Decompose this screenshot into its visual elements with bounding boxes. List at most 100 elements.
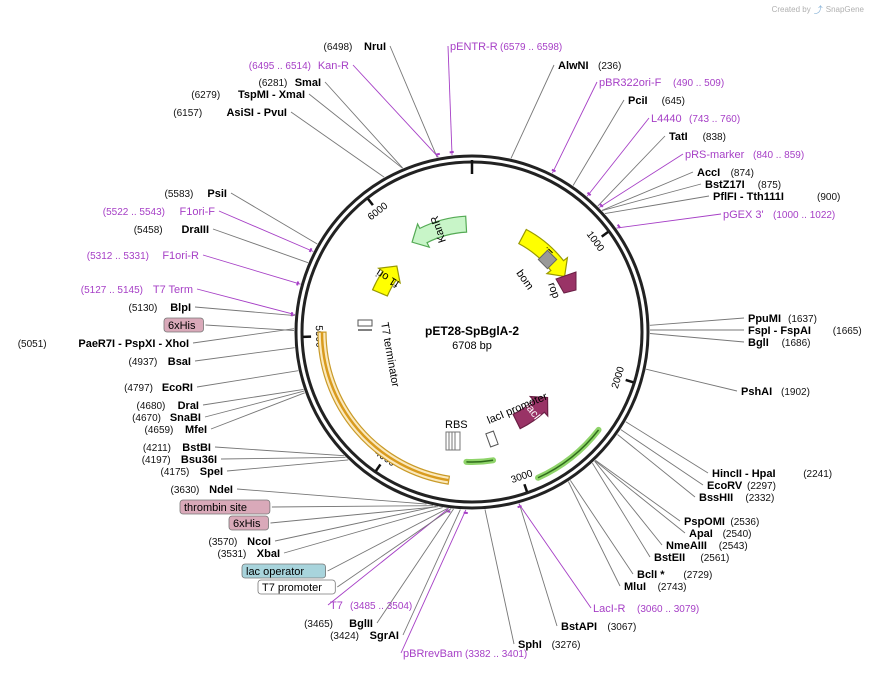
enzyme-position: (236) [598,61,621,72]
leader-line [214,446,345,457]
enzyme-label-acci: AccI(874) [697,167,754,179]
enzyme-label-bglii: BglII(3465) [304,618,373,630]
enzyme-label-pshai: PshAI(1902) [741,386,810,398]
enzyme-name: PaeR7I - PspXI - XhoI [78,338,189,350]
enzyme-position: (3424) [330,631,359,642]
primer-binding-mark [308,247,313,253]
enzyme-name: NmeAIII [666,540,707,552]
enzyme-label-tati: TatI(838) [669,131,726,143]
enzyme-position: (2561) [700,553,729,564]
enzyme-label-sgrai: SgrAI (3424) [330,630,399,642]
enzyme-name: BlpI [170,302,191,314]
leader-line [569,480,634,575]
enzyme-name: FspI - FspAI [748,325,811,337]
plasmid-name: pET28-SpBglA-2 [425,324,519,338]
enzyme-position: (6281) [258,78,287,89]
leader-line [597,135,666,207]
enzyme-label-bsu36i: Bsu36I(4197) [142,454,217,466]
leader-line [202,254,301,285]
primer-name: pRS-marker [685,149,745,161]
leader-line [202,389,304,406]
feature-ori: ori [517,228,569,278]
enzyme-name: SgrAI [370,630,399,642]
bom-glyph [537,249,558,270]
enzyme-name: BclI * [637,569,665,581]
primer-position: (5522 .. 5543) [103,207,165,218]
primer-label-pbr322ori-f: pBR322ori-F(490 .. 509) [599,77,724,89]
enzyme-name: DraIII [181,224,209,236]
enzyme-position: (2536) [730,517,759,528]
leader-line [620,429,704,486]
enzyme-position: (2332) [745,493,774,504]
enzyme-label-ppumi: PpuMI(1637) [748,313,817,325]
leader-line [645,368,738,392]
label-box [179,499,271,515]
primer-label-pbrrevbam: pBRrevBam(3382 .. 3401) [403,648,527,660]
plasmid-center-title: pET28-SpBglA-2 6708 bp [425,324,519,352]
enzyme-name: PpuMI [748,313,781,325]
enzyme-position: (3276) [552,640,581,651]
leader-line [290,111,385,178]
enzyme-position: (2540) [723,529,752,540]
leader-line [586,117,650,197]
boxed-label-text: 6xHis [233,518,261,530]
primer-label-kan-r: Kan-R(6495 .. 6514) [249,60,349,72]
enzyme-name: NdeI [209,484,233,496]
label-box [163,317,204,333]
enzyme-name: PflFI - Tth111I [713,191,784,203]
enzyme-position: (4175) [160,467,189,478]
primer-position: (743 .. 760) [689,114,740,125]
enzyme-position: (4680) [136,401,165,412]
enzyme-name: AccI [697,167,720,179]
leader-line [376,508,454,624]
enzyme-label-pspomi: PspOMI (2536) [684,516,759,528]
enzyme-position: (3531) [217,549,246,560]
enzyme-position: (1665) [833,326,862,337]
boxed-label-lac-operator: lac operator [241,563,326,579]
primer-position: (5127 .. 5145) [81,285,143,296]
primer-name: LacI-R [593,603,625,615]
enzyme-label-nmeaiii: NmeAIII(2543) [666,540,748,552]
primer-position: (6579 .. 6598) [500,42,562,53]
rbs-glyph [445,431,461,451]
primer-name: F1ori-F [180,206,216,218]
boxed-label-text: thrombin site [184,502,247,514]
enzyme-position: (3630) [170,485,199,496]
leader-line [484,509,515,645]
boxed-label-6xhis: 6xHis [163,317,204,333]
enzyme-name: DraI [178,400,199,412]
primer-position: (1000 .. 1022) [773,210,835,221]
enzyme-label-sphi: SphI(3276) [518,639,581,651]
boxed-label-text: T7 promoter [262,582,322,594]
leader-line [447,45,453,156]
enzyme-label-bsteii: BstEII(2561) [654,552,729,564]
enzyme-label-xbai: XbaI(3531) [217,548,280,560]
primer-position: (6495 .. 6514) [249,61,311,72]
enzyme-name: Bsu36I [181,454,217,466]
enzyme-position: (5458) [134,225,163,236]
enzyme-name: TspMI - XmaI [238,89,305,101]
primer-position: (3382 .. 3401) [465,649,527,660]
leader-line [510,64,555,159]
enzyme-label-draiii: DraIII (5458) [134,224,209,236]
feature-label-rop: rop [545,281,562,300]
enzyme-position: (875) [758,180,781,191]
enzyme-name: PspOMI [684,516,725,528]
enzyme-label-alwni: AlwNI (236) [558,60,621,72]
enzyme-name: PshAI [741,386,772,398]
primer-label-l4440: L4440(743 .. 760) [651,113,740,125]
boxed-label-text: lac operator [246,566,304,578]
primer-label-f1ori-r: F1ori-R(5312 .. 5331) [87,250,199,262]
leader-line [616,213,722,229]
enzyme-label-bstapi: BstAPI(3067) [561,621,636,633]
enzyme-label-ecori: EcoRI(4797) [124,382,193,394]
leader-line [352,64,439,158]
enzyme-position: (900) [817,192,840,203]
enzyme-name: AsiSI - PvuI [226,107,287,119]
enzyme-name: MfeI [185,424,207,436]
enzyme-name: AlwNI [558,60,589,72]
enzyme-label-mlui: MluI(2743) [624,581,687,593]
enzyme-name: PsiI [207,188,227,200]
enzyme-label-smai: SmaI(6281) [258,77,321,89]
feature-glyphs [357,249,577,451]
